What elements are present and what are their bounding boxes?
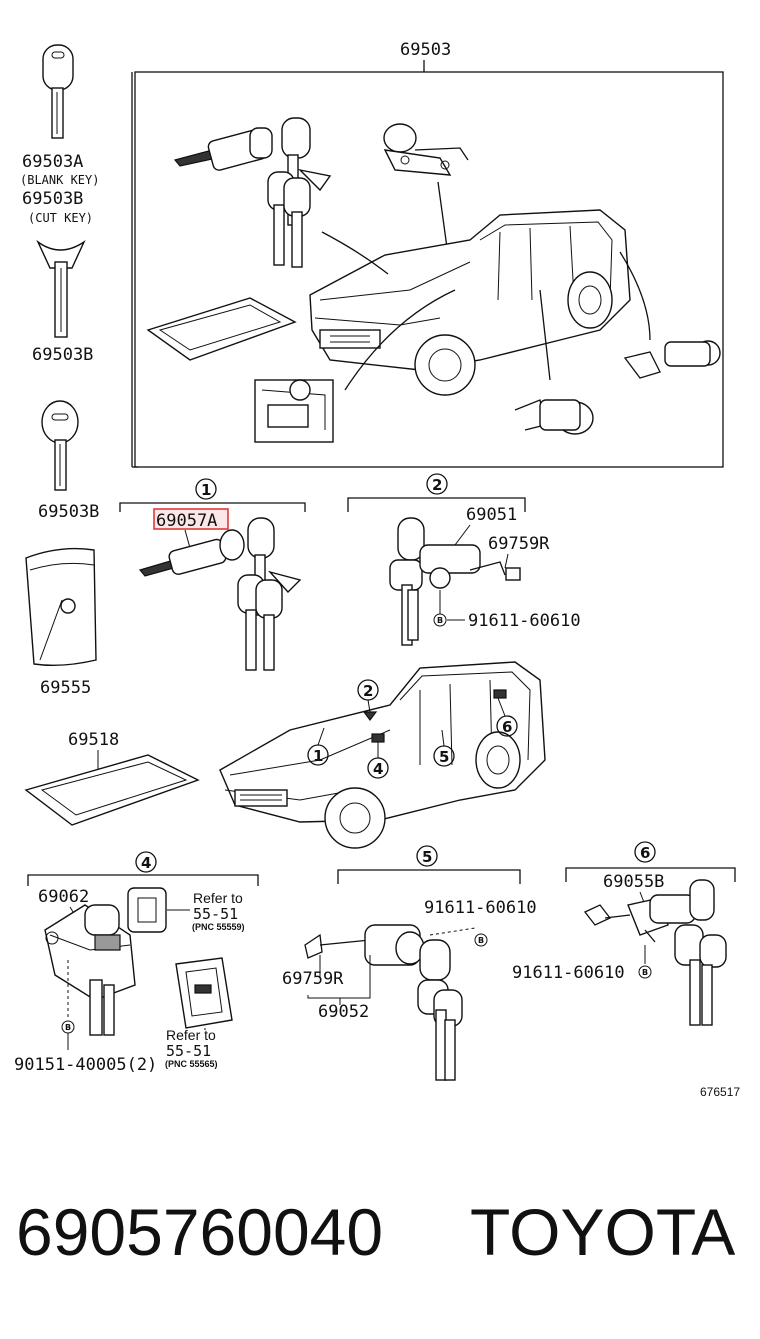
footer-part-number: 6905760040 (16, 1195, 383, 1269)
car-callout-2: 2 (357, 679, 379, 721)
group-2-bolt-letter: B (437, 616, 443, 625)
group-4-ref2-pnc: (PNC 55565) (165, 1059, 218, 1069)
group-4-screw-number: 90151-40005(2) (14, 1055, 157, 1075)
blank-key-icon (42, 44, 74, 139)
group-1-lock-cylinder (138, 517, 302, 671)
assembly-label: 69503 (400, 40, 451, 60)
svg-text:2: 2 (363, 682, 373, 700)
svg-text:5: 5 (439, 748, 449, 766)
group-4-ref1-pnc: (PNC 55559) (192, 922, 245, 932)
key-wallet: 69555 (25, 547, 97, 698)
blank-key-number: 69503A (22, 152, 83, 172)
group-2-rod: 69759R (488, 534, 550, 554)
assembly-door-lock-right (623, 340, 721, 379)
svg-text:1: 1 (313, 747, 323, 765)
group-1: 1 69057A (119, 478, 306, 671)
assembly-ignition-lock (173, 117, 332, 268)
center-car: 2 1 4 5 6 (219, 661, 546, 849)
key-plate: 69518 (24, 730, 200, 826)
group-2-number: 2 (432, 476, 442, 494)
plate-part-number: 69518 (68, 730, 119, 750)
wallet-part-number: 69555 (40, 678, 91, 698)
car-callout-5: 5 (433, 729, 455, 767)
footer-brand: TOYOTA (470, 1195, 735, 1269)
assembly-ignition-switch (254, 379, 334, 443)
group-6: 6 69055B B 91611-60610 (512, 841, 736, 1026)
key3-number: 69503B (38, 502, 99, 522)
group-5-bolt-marker (474, 933, 488, 947)
group-4-marker (135, 851, 157, 873)
blank-key-note: (BLANK KEY) (20, 173, 99, 187)
assembly-car (309, 209, 631, 396)
car-callout-4: 4 (367, 733, 389, 779)
group-2-door-lock (389, 517, 521, 646)
group-6-bolt-marker (638, 965, 652, 979)
group-5-door-lock (304, 924, 463, 1081)
group-4-switch (44, 904, 136, 1036)
group-5-bolt-letter: B (478, 936, 484, 945)
assembly-frame (134, 71, 724, 468)
group-6-bolt-number: 91611-60610 (512, 963, 625, 983)
group-1-marker (195, 478, 217, 500)
round-key-icon (41, 400, 79, 491)
group-2-bolt-number: 91611-60610 (468, 611, 581, 631)
group-1-part-number: 69057A (156, 511, 217, 531)
group-4-ref2-line2: 55-51 (166, 1042, 211, 1060)
group-4-ref1-line1: Refer to (193, 890, 243, 906)
group-6-marker (634, 841, 656, 863)
group-2: 2 69051 69759R B 91611-60610 (347, 473, 581, 646)
group-4-bezel (175, 957, 233, 1029)
group-5-marker (416, 845, 438, 867)
cut-key-icon (36, 239, 86, 338)
group-5-bolt-number: 91611-60610 (424, 898, 537, 918)
group-5-part-number: 69052 (318, 1002, 369, 1022)
group-4-number: 4 (141, 854, 151, 872)
group-6-number: 6 (640, 844, 650, 862)
group-4: 4 69062 Refer to 55-51 (PNC 55559) Refer… (14, 851, 259, 1075)
assembly-box: 69503 (131, 40, 724, 468)
diagram-code: 676517 (700, 1085, 740, 1099)
group-4-ref1-line2: 55-51 (193, 905, 238, 923)
group-6-bolt-letter: B (642, 968, 648, 977)
group-4-ref2-line1: Refer to (166, 1027, 216, 1043)
group-5-rod: 69759R (282, 969, 344, 989)
assembly-card (146, 297, 297, 361)
group-1-number: 1 (201, 481, 211, 499)
group-2-marker (426, 473, 448, 495)
car-callout-1: 1 (307, 727, 329, 766)
group-6-part-number: 69055B (603, 872, 664, 892)
cut-key-note: (CUT KEY) (28, 211, 93, 225)
group-4-bolt-letter: B (65, 1023, 71, 1032)
svg-text:6: 6 (502, 718, 512, 736)
group-4-cap (127, 887, 167, 933)
group-5: 5 91611-60610 B 69759R 69052 (282, 845, 537, 1081)
group-6-back-door-lock (583, 879, 727, 1026)
car-callout-6: 6 (493, 689, 518, 737)
group-2-part-number: 69051 (466, 505, 517, 525)
group-4-part-number: 69062 (38, 887, 89, 907)
svg-text:4: 4 (373, 760, 383, 778)
key-column: 69503A (BLANK KEY) 69503B (CUT KEY) 6950… (20, 44, 99, 522)
group-5-number: 5 (422, 848, 432, 866)
highlight-box (153, 508, 229, 530)
cut-key-number: 69503B (22, 189, 83, 209)
assembly-door-lock-lower (514, 399, 594, 435)
key2-number: 69503B (32, 345, 93, 365)
